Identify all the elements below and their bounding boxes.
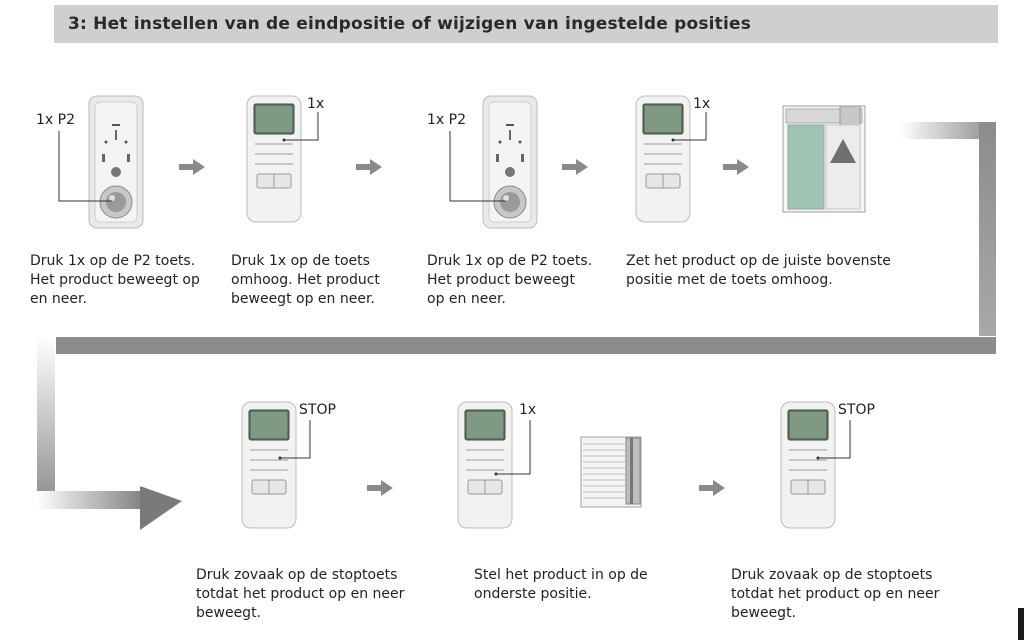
remote-control-icon	[635, 95, 691, 223]
remote-back-icon	[482, 95, 538, 229]
arrow-right-icon	[367, 480, 393, 496]
step4-caption: Zet het product op de juiste bovenste po…	[626, 253, 891, 288]
step6-label: 1x	[519, 402, 537, 418]
section-title: 3: Het instellen van de eindpositie of w…	[68, 14, 752, 34]
step7-label: STOP	[838, 402, 875, 418]
step3-label: 1x P2	[427, 112, 466, 128]
flow-band-bottom	[37, 491, 147, 509]
remote-control-icon	[241, 401, 297, 529]
remote-back-icon	[88, 95, 144, 229]
flow-band-left	[37, 337, 55, 507]
window-blind-closed-icon	[580, 436, 642, 508]
step3-caption: Druk 1x op de P2 toets. Het product bewe…	[427, 253, 593, 307]
arrow-right-icon	[179, 159, 205, 175]
window-curtain-open-icon	[782, 105, 866, 213]
step5-label: STOP	[299, 402, 336, 418]
flow-band-right	[979, 122, 996, 336]
arrow-right-icon	[723, 159, 749, 175]
remote-control-icon	[457, 401, 513, 529]
section-title-bar: 3: Het instellen van de eindpositie of w…	[54, 5, 998, 43]
step2-caption: Druk 1x op de toets omhoog. Het product …	[231, 253, 380, 307]
arrow-right-icon	[562, 159, 588, 175]
flow-band-top	[900, 122, 996, 139]
step4-label: 1x	[693, 96, 711, 112]
arrow-right-icon	[699, 480, 725, 496]
step7-caption: Druk zovaak op de stoptoets totdat het p…	[731, 567, 940, 621]
flow-band-middle	[56, 337, 996, 354]
remote-control-icon	[246, 95, 302, 223]
step1-label: 1x P2	[36, 112, 75, 128]
step5-caption: Druk zovaak op de stoptoets totdat het p…	[196, 567, 405, 621]
step2-label: 1x	[307, 96, 325, 112]
arrow-right-icon	[356, 159, 382, 175]
remote-control-icon	[780, 401, 836, 529]
flow-arrow-head	[140, 486, 182, 530]
step1-caption: Druk 1x op de P2 toets. Het product bewe…	[30, 253, 200, 307]
step6-caption: Stel het product in op de onderste posit…	[474, 567, 648, 602]
